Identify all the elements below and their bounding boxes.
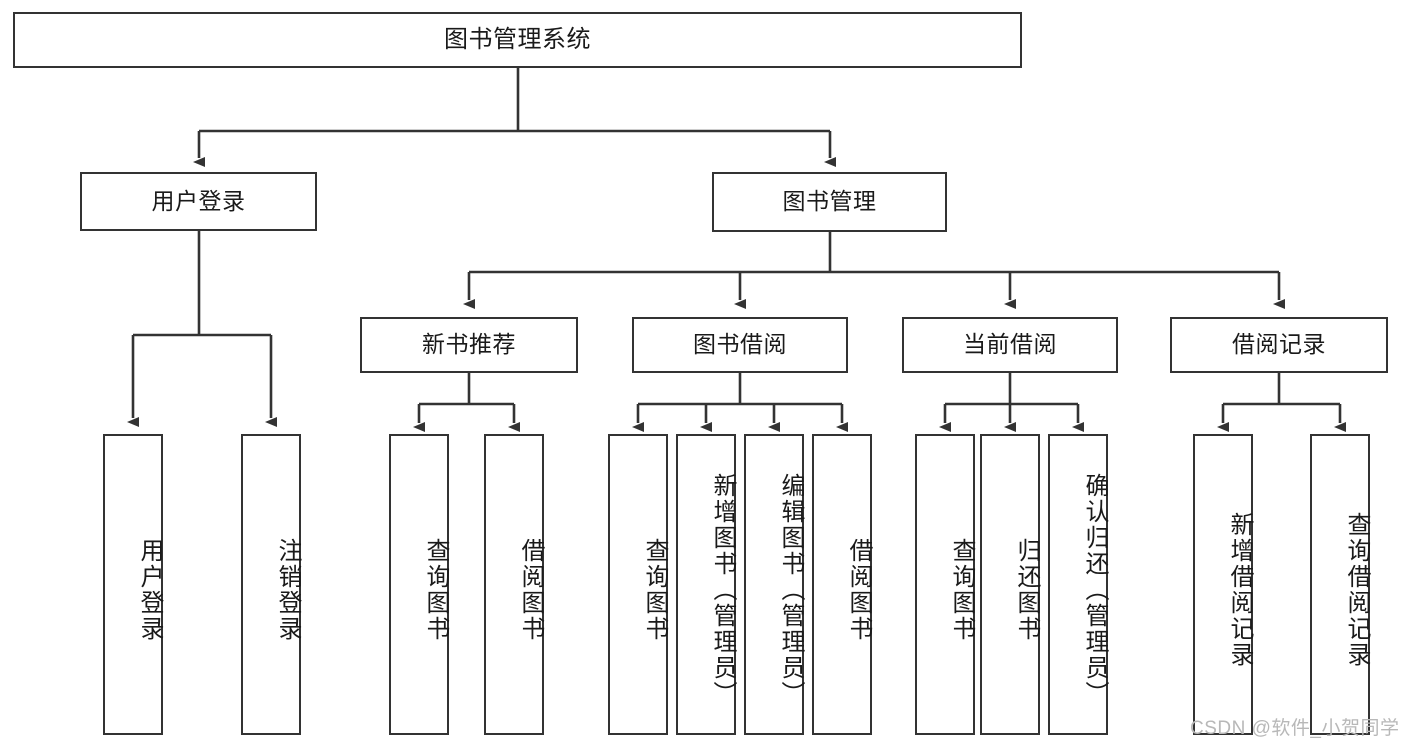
node-label: 图书借阅 [693,331,787,358]
node-user-login[interactable]: 用户登录 [80,172,317,231]
node-label: 查询借阅记录 [1343,511,1370,668]
node-label: 查询图书 [641,537,668,642]
node-current-borrow[interactable]: 当前借阅 [902,317,1118,373]
node-label: 归还图书 [1013,537,1040,642]
node-label: 查询图书 [422,537,449,642]
csdn-watermark: CSDN @软件_小贺同学 [1190,718,1400,739]
node-label: 当前借阅 [963,331,1057,358]
node-book-management[interactable]: 图书管理 [712,172,947,232]
node-label: 确认归还（管理员） [1081,472,1108,707]
node-label: 借阅记录 [1232,331,1326,358]
node-label: 注销登录 [274,537,301,642]
node-label: 借阅图书 [517,537,544,642]
leaf-book-borrow-borrow-book[interactable]: 借阅图书 [812,434,872,735]
node-label: 新书推荐 [422,331,516,358]
node-label: 用户登录 [151,187,246,214]
leaf-new-book-borrow-book[interactable]: 借阅图书 [484,434,544,735]
node-label: 用户登录 [136,537,163,642]
leaf-book-borrow-edit-book-admin[interactable]: 编辑图书（管理员） [744,434,804,735]
node-borrow-record[interactable]: 借阅记录 [1170,317,1388,373]
leaf-borrow-record-query-record[interactable]: 查询借阅记录 [1310,434,1370,735]
leaf-current-borrow-query-book[interactable]: 查询图书 [915,434,975,735]
node-label: 借阅图书 [845,537,872,642]
node-label: 新增借阅记录 [1226,511,1253,668]
node-new-book-recommend[interactable]: 新书推荐 [360,317,578,373]
node-root-book-management-system[interactable]: 图书管理系统 [13,12,1022,68]
leaf-user-login-logout[interactable]: 注销登录 [241,434,301,735]
node-label: 图书管理 [782,188,877,215]
leaf-book-borrow-query-book[interactable]: 查询图书 [608,434,668,735]
node-label: 编辑图书（管理员） [777,472,804,707]
leaf-new-book-query-book[interactable]: 查询图书 [389,434,449,735]
leaf-current-borrow-confirm-return-admin[interactable]: 确认归还（管理员） [1048,434,1108,735]
node-label: 查询图书 [948,537,975,642]
leaf-borrow-record-add-record[interactable]: 新增借阅记录 [1193,434,1253,735]
leaf-book-borrow-add-book-admin[interactable]: 新增图书（管理员） [676,434,736,735]
leaf-current-borrow-return-book[interactable]: 归还图书 [980,434,1040,735]
node-label: 新增图书（管理员） [709,472,736,707]
node-book-borrow[interactable]: 图书借阅 [632,317,848,373]
leaf-user-login-login[interactable]: 用户登录 [103,434,163,735]
node-label: 图书管理系统 [444,25,591,53]
